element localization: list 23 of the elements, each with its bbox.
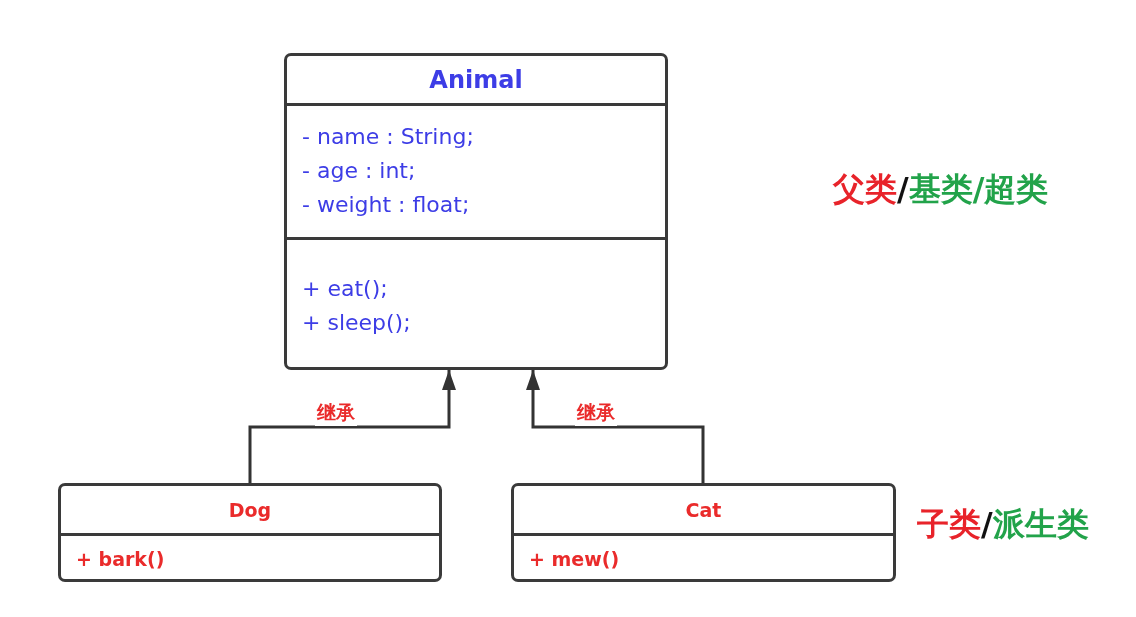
class-box — [511, 483, 896, 582]
attribute-text: - weight : float; — [302, 191, 470, 219]
inheritance-arrow — [526, 370, 705, 483]
term-label: 父类 — [833, 169, 897, 210]
attribute-text: - age : int; — [302, 157, 416, 185]
term-label: 子类 — [917, 504, 981, 545]
class-box — [284, 53, 668, 370]
class-box — [58, 483, 442, 582]
method-text: + eat(); — [302, 275, 388, 303]
class-name: Cat — [685, 498, 722, 521]
inheritance-arrow — [248, 370, 456, 483]
class-name: Animal — [429, 65, 523, 94]
method-text: + sleep(); — [302, 309, 411, 337]
attribute-text: - name : String; — [302, 123, 474, 151]
term-label: 派生类 — [992, 504, 1089, 545]
term-label: 基类/超类 — [908, 169, 1049, 210]
class-name: Dog — [228, 498, 272, 521]
method-text: + mew() — [529, 547, 620, 572]
edge-label: 继承 — [575, 400, 617, 426]
slash-separator: / — [897, 170, 909, 208]
slash-separator: / — [981, 505, 993, 543]
edge-label: 继承 — [315, 400, 357, 426]
method-text: + bark() — [76, 547, 165, 572]
